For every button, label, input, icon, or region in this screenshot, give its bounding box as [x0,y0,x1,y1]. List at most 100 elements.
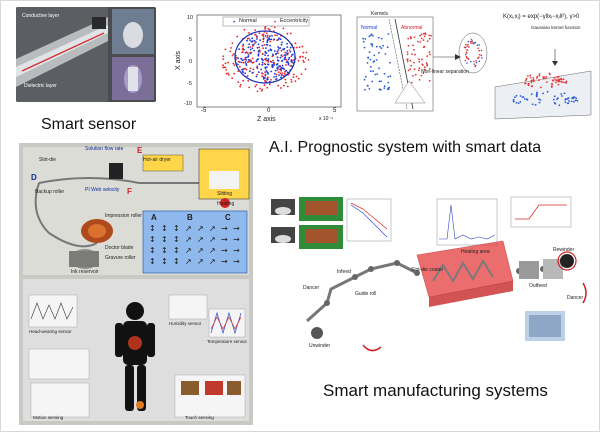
scatter-point-normal [287,58,290,61]
svm-label-abnormal: Abnormal [401,25,423,31]
scatter-point-normal [279,38,282,41]
orientation-arrow-icon: → [221,257,228,266]
scatter-point-normal [266,66,268,68]
svm-point-normal [369,65,372,68]
orientation-arrow-icon: ↗ [185,246,192,255]
svm-point-normal [371,80,374,83]
scatter-point-normal [251,40,254,43]
svm-point-abnormal [422,72,425,74]
svm-point-abnormal [409,36,412,38]
scatter-point-eccentricity [222,58,224,61]
scatter-point-eccentricity [224,48,227,51]
svm-point-normal [380,80,382,83]
scatter-point-eccentricity [237,81,240,83]
scatter-point-eccentricity [264,71,266,73]
orientation-arrow-icon: ↗ [197,224,204,233]
scatter-ytick-4: -10 [184,101,192,107]
scatter-point-eccentricity [246,52,249,54]
svm-3d-point [557,97,559,100]
svm-3d-point [555,81,557,84]
scatter-point-normal [256,46,259,49]
scatter-point-normal [273,72,276,75]
scatter-point-normal [244,61,247,63]
scatter-point-normal [243,48,245,51]
printing-label-doctor: Doctor blade [105,245,134,251]
scatter-point-normal [286,50,289,52]
svm-label-normal: Normal [361,25,378,31]
scatter-point-normal [286,71,289,74]
orientation-arrow-icon: ↕ [161,257,168,266]
scatter-point-eccentricity [297,60,300,62]
scatter-point-eccentricity [256,36,258,38]
scatter-svg: • • [196,14,342,108]
scatter-point-eccentricity [271,55,274,58]
scatter-point-normal [265,57,268,60]
printing-label-heating: Heating [217,201,235,207]
scatter-point-normal [280,43,283,46]
scatter-point-eccentricity [239,85,241,88]
mfg-label-rewinder: Rewinder [553,247,575,253]
svm-point-normal [369,34,372,37]
svm-point-normal [373,54,376,57]
scatter-point-eccentricity [265,32,268,34]
svm-point-abnormal [421,37,423,40]
scatter-point-normal [249,48,252,51]
scatter-point-normal [273,76,275,78]
svm-3d-point [539,99,542,101]
scatter-point-eccentricity [252,61,255,64]
body-label-head: Head-wearing sensor [29,329,72,334]
svm-3d-point [542,77,545,80]
scatter-point-eccentricity [233,64,236,66]
orientation-arrow-icon: ↗ [209,257,216,266]
scatter-point-normal [285,70,287,72]
svm-3d-point [542,76,544,79]
svm-3d-point [551,82,553,85]
svm-point-abnormal [424,32,427,34]
scatter-point-eccentricity [276,34,278,37]
scatter-point-eccentricity [293,73,295,76]
scatter-point-normal [244,72,246,75]
scatter-point-normal [264,50,267,53]
scatter-point-eccentricity [267,27,270,30]
scatter-point-eccentricity [280,49,283,52]
svm-point-normal [389,61,391,64]
scatter-point-eccentricity [290,81,293,83]
orientation-arrow-icon: ↕ [161,235,168,244]
svm-point-normal [374,73,377,76]
scatter-point-normal [281,59,284,62]
scatter-point-eccentricity [304,68,307,71]
caption-smart-sensor: Smart sensor [41,116,137,133]
svm-ring-point [478,60,481,62]
orientation-arrow-icon: ↕ [149,257,156,266]
svm-ring-point [474,65,477,67]
mfg-label-guide-roll: Guide roll [355,291,377,297]
svm-point-abnormal [418,60,421,63]
svm-point-abnormal [412,44,414,47]
svm-ring-point [465,43,467,46]
scatter-point-normal [270,61,273,63]
scatter-point-eccentricity [301,45,304,48]
svm-3d-point [531,79,534,82]
printing-label-d: D [31,173,37,182]
sensor-label-dielectric: Dielectric layer [24,83,57,89]
scatter-point-normal [245,64,248,66]
scatter-point-eccentricity [292,76,295,78]
scatter-point-eccentricity [232,53,235,55]
scatter-point-eccentricity [248,32,250,34]
scatter-point-normal [281,41,283,44]
orientation-arrow-icon: → [233,224,240,233]
scatter-point-normal [276,66,279,69]
printing-label-velocity: PI Web velocity [85,187,120,193]
scatter-point-normal [251,72,254,74]
svm-point-normal [368,51,371,54]
svm-ring-point [472,42,475,44]
printing-label-impression: Impression roller [105,213,142,219]
scatter-point-eccentricity [283,73,286,75]
scatter-point-eccentricity [250,59,252,61]
svm-3d-point [532,77,535,79]
scatter-point-normal [268,38,271,41]
svm-ring-point [478,44,481,46]
scatter-point-eccentricity [224,62,227,65]
orientation-arrow-icon: ↕ [173,224,180,233]
svm-3d-point [557,83,560,86]
